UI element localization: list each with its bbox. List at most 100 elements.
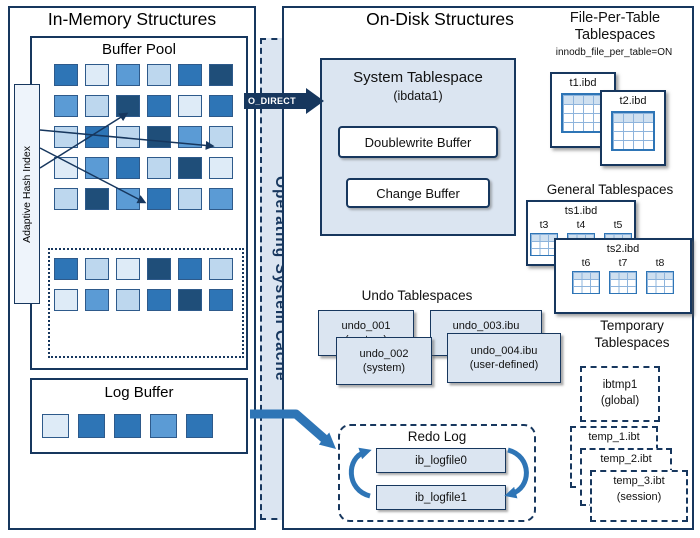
buffer-pool-cell [116,64,140,86]
table-grid-icon [611,111,655,151]
buffer-pool-cell [178,258,202,280]
buffer-pool-cell [116,95,140,117]
buffer-pool-cell [85,157,109,179]
buffer-pool-cell [209,157,233,179]
on-disk-title: On-Disk Structures [366,9,514,29]
ts1-label: ts1.ibd [564,205,598,217]
adaptive-hash-index-box: Adaptive Hash Index [14,84,40,304]
t2-label: t2.ibd [619,95,647,107]
session-temp-tablespace-3: temp_3.ibt (session) [590,470,688,522]
buffer-pool-cell [54,95,78,117]
log-buffer-cell [114,414,141,438]
buffer-pool-cell [54,258,78,280]
redo-file-ib-logfile0: ib_logfile0 [376,448,506,473]
table-t6: t6 [572,257,600,294]
buffer-pool-cell [147,126,171,148]
buffer-pool-row [54,258,233,280]
general-tablespace-ts2: ts2.ibd t6 t7 t8 [554,238,692,314]
buffer-pool-cell [178,157,202,179]
buffer-pool-cell [178,126,202,148]
buffer-pool-row [54,126,233,148]
buffer-pool-cell [85,95,109,117]
tablespace-file-t2: t2.ibd [600,90,666,166]
buffer-pool-cell [54,157,78,179]
log-buffer-cell [186,414,213,438]
redo-log-box: Redo Log ib_logfile0 ib_logfile1 [338,424,536,522]
buffer-pool-cell [85,188,109,210]
system-change-buffer-label: Change Buffer [376,185,460,201]
log-buffer-cell [150,414,177,438]
buffer-pool-cell [209,258,233,280]
buffer-pool-cell [147,258,171,280]
log-buffer-cell [78,414,105,438]
doublewrite-buffer-box: Doublewrite Buffer [338,126,498,158]
global-temp-tablespace-ibtmp1: ibtmp1 (global) [580,366,660,422]
adaptive-hash-index-label: Adaptive Hash Index [21,145,33,243]
buffer-pool-cell [85,289,109,311]
undo-tablespace-002: undo_002 (system) [336,337,432,385]
undo-tablespace-004: undo_004.ibu (user-defined) [447,333,561,383]
buffer-pool-cell [85,258,109,280]
o-direct-label: O_DIRECT [248,96,296,106]
buffer-pool-cell [209,126,233,148]
innodb-file-per-table-setting: innodb_file_per_table=ON [555,47,673,58]
table-grid-icon [572,271,600,294]
ts2-label: ts2.ibd [606,243,640,255]
buffer-pool-cell [147,289,171,311]
buffer-pool-cell [178,64,202,86]
buffer-pool-cell [147,157,171,179]
redo-file-ib-logfile1: ib_logfile1 [376,485,506,510]
change-buffer-region: Change Buffer [48,248,244,358]
buffer-pool-cell [147,188,171,210]
buffer-pool-cell [178,95,202,117]
o-direct-arrowhead-icon [306,88,324,114]
temporary-tablespaces-title: Temporary Tablespaces [594,318,670,350]
system-tablespace-box: System Tablespace (ibdata1) Doublewrite … [320,58,516,236]
buffer-pool-cell [178,188,202,210]
file-per-table-title: File-Per-Table Tablespaces [569,10,661,44]
change-buffer-grid [54,258,233,320]
system-change-buffer-box: Change Buffer [346,178,490,208]
buffer-pool-cell [54,126,78,148]
buffer-pool-row [54,95,233,117]
table-t3: t3 [530,219,558,256]
buffer-pool-cell [85,64,109,86]
buffer-pool-cell [116,126,140,148]
table-grid-icon [646,271,674,294]
system-tablespace-subtitle: (ibdata1) [393,89,443,103]
buffer-pool-cell [85,126,109,148]
log-buffer-title: Log Buffer [104,384,174,401]
buffer-pool-cell [54,188,78,210]
buffer-pool-cell [116,258,140,280]
o-direct-arrow: O_DIRECT [244,88,328,114]
buffer-pool-cell [147,64,171,86]
buffer-pool-grid [54,64,233,219]
table-grid-icon [609,271,637,294]
buffer-pool-cell [116,289,140,311]
buffer-pool-row [54,188,233,210]
buffer-pool-cell [147,95,171,117]
table-t8: t8 [646,257,674,294]
buffer-pool-cell [209,188,233,210]
buffer-pool-cell [54,289,78,311]
buffer-pool-row [54,289,233,311]
buffer-pool-row [54,64,233,86]
doublewrite-buffer-label: Doublewrite Buffer [364,134,472,150]
log-buffer-cells [42,414,213,438]
log-buffer-cell [42,414,69,438]
undo-tablespaces-title: Undo Tablespaces [361,288,473,303]
buffer-pool-cell [116,157,140,179]
table-grid-icon [530,233,558,256]
o-direct-arrow-shaft [244,93,306,109]
buffer-pool-title: Buffer Pool [102,41,176,58]
buffer-pool-cell [209,289,233,311]
general-tablespaces-title: General Tablespaces [546,182,674,197]
in-memory-title: In-Memory Structures [47,9,217,29]
buffer-pool-cell [54,64,78,86]
system-tablespace-title: System Tablespace [353,69,483,86]
buffer-pool-row [54,157,233,179]
buffer-pool-cell [178,289,202,311]
t1-label: t1.ibd [569,77,597,89]
redo-log-title: Redo Log [407,429,467,444]
